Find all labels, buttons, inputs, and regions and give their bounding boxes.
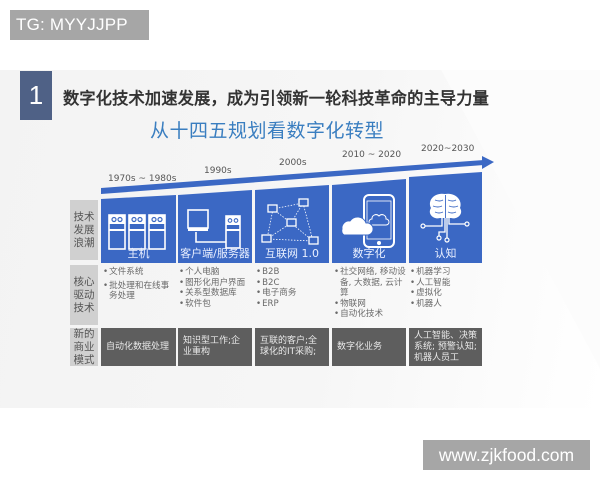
mainframe-icon — [108, 214, 166, 250]
driver-item: 机器学习 — [410, 267, 482, 278]
driver-list-mainframe: 文件系统 批处理和在线事务处理 — [103, 267, 177, 325]
tech-card-cognitive: 认知 — [409, 172, 482, 263]
slide: 1 数字化技术加速发展，成为引领新一轮科技革命的主导力量 从十四五规划看数字化转… — [0, 70, 600, 408]
era-label-5: 2020~2030 — [421, 144, 475, 154]
era-label-3: 2000s — [279, 158, 307, 168]
driver-item: 软件包 — [179, 299, 253, 310]
business-text: 互联的客户;全球化的IT采购; — [260, 336, 318, 357]
driver-item: 图形化用户界面 — [179, 278, 253, 289]
driver-item: 虚拟化 — [410, 288, 482, 299]
tech-card-internet: 互联网 1.0 — [255, 185, 329, 263]
driver-item: 社交网络, 移动设备, 大数据, 云计算 — [334, 267, 406, 299]
era-label-1: 1970s ~ 1980s — [108, 174, 177, 184]
business-text: 知识型工作;企业重构 — [183, 336, 241, 357]
tech-card-digital: 数字化 — [332, 179, 406, 263]
driver-list-digital: 社交网络, 移动设备, 大数据, 云计算 物联网 自动化技术 — [334, 267, 406, 325]
business-text: 数字化业务 — [337, 341, 383, 352]
mobile-cloud-icon — [341, 194, 395, 248]
business-text: 人工智能、决策系统; 预警认知; 机器人员工 — [414, 330, 478, 363]
driver-item: 人工智能 — [410, 278, 482, 289]
driver-item: B2C — [256, 278, 330, 289]
driver-item: 物联网 — [334, 299, 406, 310]
business-box-mainframe: 自动化数据处理 — [101, 328, 176, 366]
business-box-cognitive: 人工智能、决策系统; 预警认知; 机器人员工 — [409, 328, 482, 366]
driver-item: 关系型数据库 — [179, 288, 253, 299]
driver-item: 电子商务 — [256, 288, 330, 299]
tech-label: 主机 — [127, 247, 150, 260]
era-label-4: 2010 ~ 2020 — [342, 150, 402, 160]
driver-list-client-server: 个人电脑 图形化用户界面 关系型数据库 软件包 — [179, 267, 253, 325]
tech-card-mainframe: 主机 — [101, 195, 176, 263]
tech-label: 数字化 — [352, 247, 386, 260]
business-box-digital: 数字化业务 — [332, 328, 406, 366]
slide-title: 数字化技术加速发展，成为引领新一轮科技革命的主导力量 — [63, 89, 490, 108]
driver-item: B2B — [256, 267, 330, 278]
driver-item: 机器人 — [410, 299, 482, 310]
slide-subtitle: 从十四五规划看数字化转型 — [150, 120, 385, 142]
brain-circuit-icon — [420, 193, 470, 243]
row-label-business: 新的商业模式 — [70, 328, 98, 366]
row-label-text: 新的商业模式 — [73, 327, 95, 366]
timeline-arrow-icon — [101, 156, 494, 194]
tech-label: 认知 — [434, 247, 457, 260]
tech-label: 互联网 1.0 — [265, 247, 319, 260]
driver-item: 个人电脑 — [179, 267, 253, 278]
driver-item: 自动化技术 — [334, 309, 406, 320]
section-number: 1 — [20, 71, 52, 120]
driver-item: 文件系统 — [103, 267, 177, 278]
client-server-icon — [187, 209, 241, 249]
driver-item: 批处理和在线事务处理 — [103, 281, 177, 302]
row-label-text: 技术发展浪潮 — [73, 210, 95, 249]
watermark-badge-top: TG: MYYJJPP — [10, 10, 149, 40]
tech-label: 客户端/服务器 — [180, 247, 250, 260]
watermark-badge-bottom: www.zjkfood.com — [423, 440, 590, 470]
driver-list-cognitive: 机器学习 人工智能 虚拟化 机器人 — [410, 267, 482, 325]
row-label-tech-wave: 技术发展浪潮 — [70, 200, 98, 260]
era-label-2: 1990s — [204, 166, 232, 176]
tech-card-client-server: 客户端/服务器 — [178, 190, 252, 263]
business-text: 自动化数据处理 — [106, 341, 170, 352]
driver-item: ERP — [256, 299, 330, 310]
business-box-internet: 互联的客户;全球化的IT采购; — [255, 328, 329, 366]
network-icon — [261, 198, 319, 245]
business-box-client-server: 知识型工作;企业重构 — [178, 328, 252, 366]
row-label-core-tech: 核心驱动技术 — [70, 265, 98, 325]
row-label-text: 核心驱动技术 — [73, 275, 95, 314]
driver-list-internet: B2B B2C 电子商务 ERP — [256, 267, 330, 325]
